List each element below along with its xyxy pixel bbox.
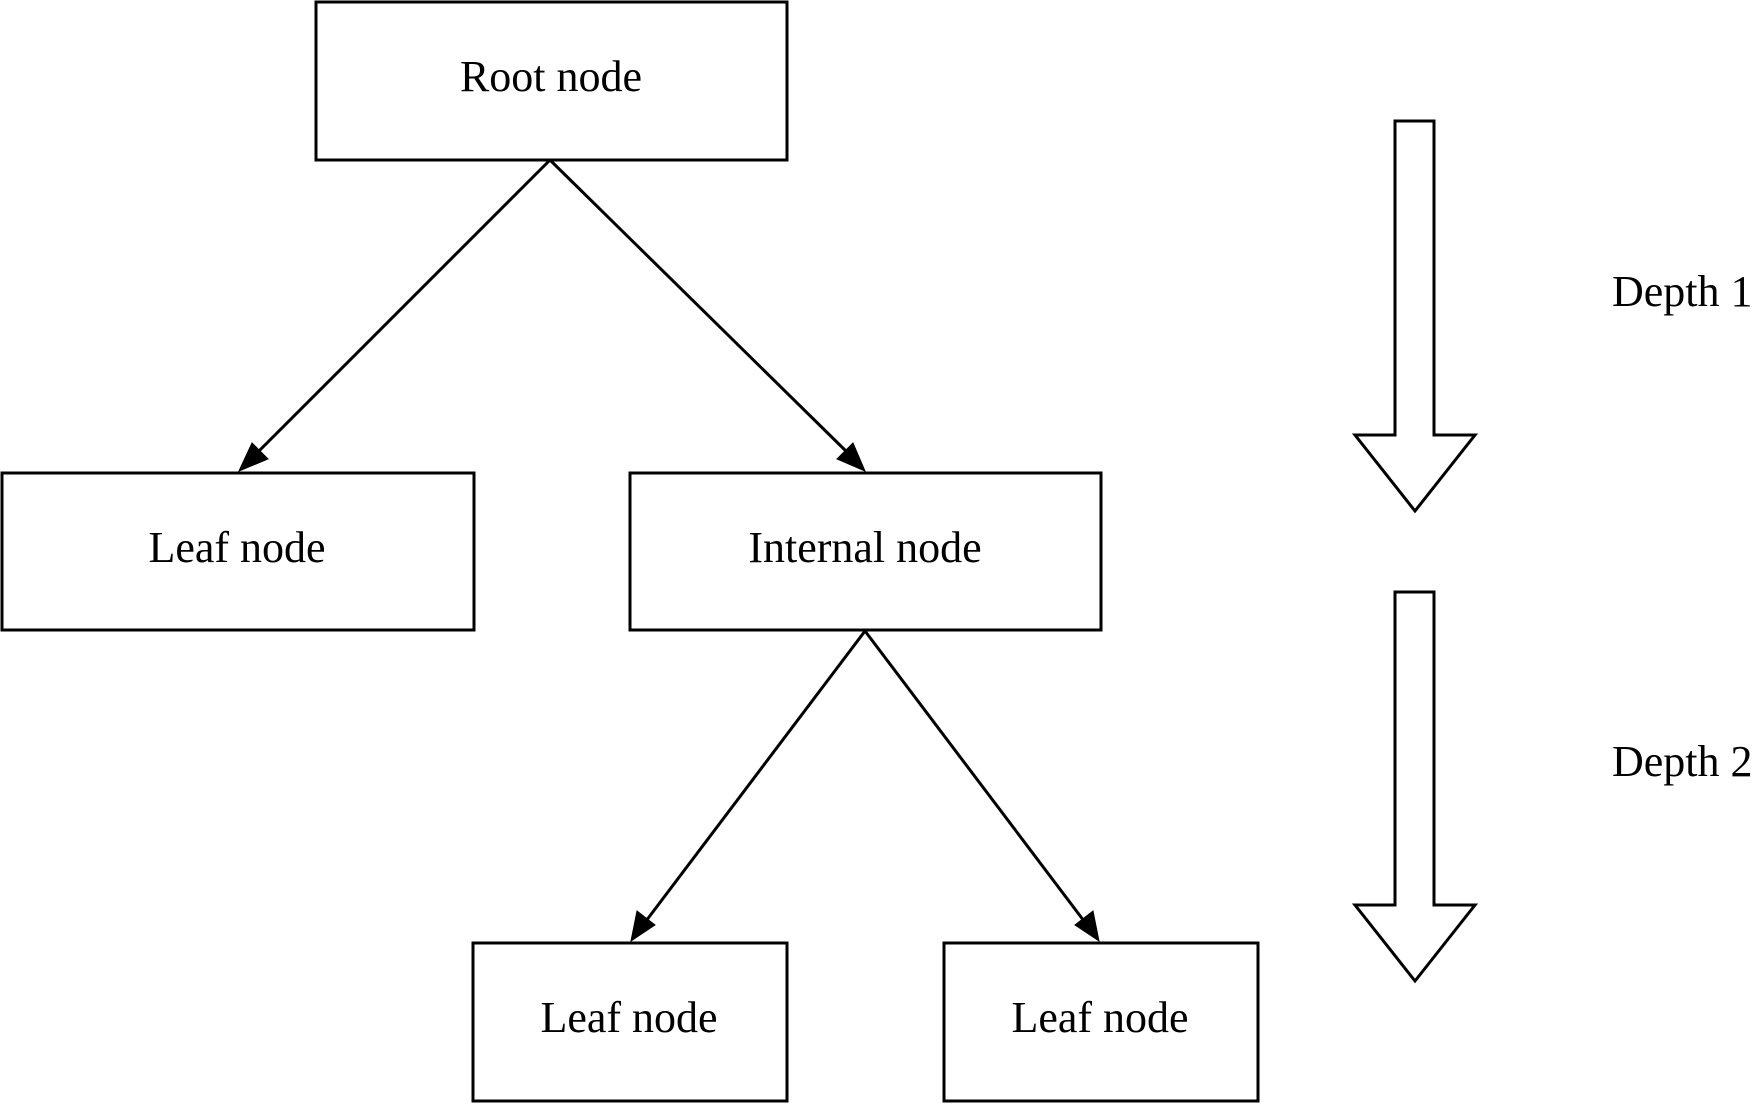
depth-2-label: Depth 2 xyxy=(1612,737,1753,786)
edge-root-to-internal xyxy=(548,158,852,457)
node-internal-label: Internal node xyxy=(748,523,981,572)
node-leaf-left-box xyxy=(0,471,476,632)
edge-internal-to-leaf-bottom-left xyxy=(641,630,867,926)
node-root: Root node xyxy=(314,0,789,162)
node-leaf-bottom-left-box xyxy=(471,941,789,1103)
node-leaf-left: Leaf node xyxy=(0,471,476,632)
depth-2-arrow-icon xyxy=(1351,590,1479,984)
edge-root-to-leaf-left-arrowhead xyxy=(238,442,269,472)
node-internal: Internal node xyxy=(628,471,1103,632)
depth-1-label: Depth 1 xyxy=(1612,267,1753,316)
edge-root-to-leaf-left xyxy=(253,158,552,457)
node-leaf-bottom-left-label: Leaf node xyxy=(540,993,717,1042)
node-leaf-bottom-right-label: Leaf node xyxy=(1011,993,1188,1042)
depth-1-arrow-icon xyxy=(1351,119,1479,514)
node-root-label: Root node xyxy=(460,52,642,101)
node-leaf-bottom-right-box xyxy=(942,941,1260,1103)
edge-internal-to-leaf-bottom-left-arrowhead xyxy=(630,910,656,943)
node-leaf-bottom-right: Leaf node xyxy=(942,941,1260,1103)
edges xyxy=(238,158,1100,943)
edge-internal-to-leaf-bottom-right xyxy=(863,630,1089,926)
node-internal-box xyxy=(628,471,1103,632)
edge-root-to-internal-arrowhead xyxy=(836,442,866,472)
node-root-box xyxy=(314,0,789,162)
edge-internal-to-leaf-bottom-right-arrowhead xyxy=(1074,910,1100,943)
node-leaf-bottom-left: Leaf node xyxy=(471,941,789,1103)
node-leaf-left-label: Leaf node xyxy=(148,523,325,572)
